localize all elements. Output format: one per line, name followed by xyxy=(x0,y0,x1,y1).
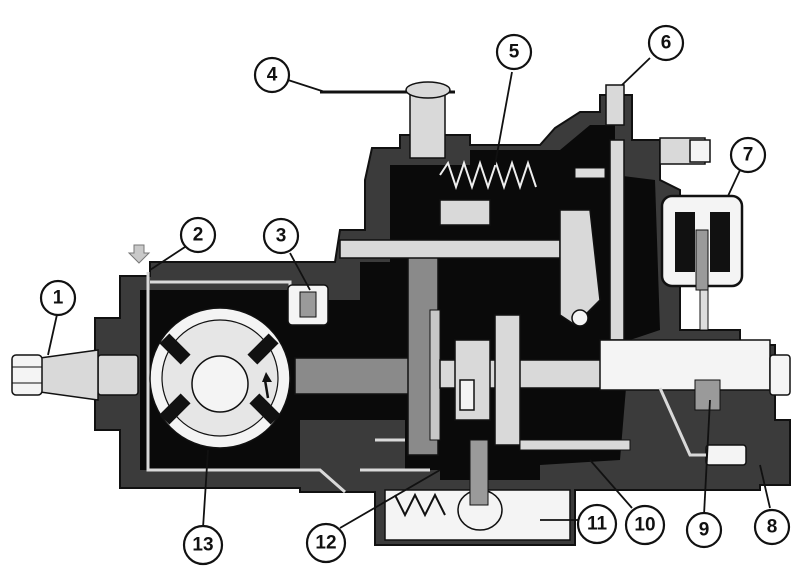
fuel-inlet-arrow-icon xyxy=(127,244,151,264)
drive-shaft xyxy=(11,349,416,401)
drive-gear xyxy=(407,239,441,456)
callout-label: 1 xyxy=(53,288,64,309)
callout-label: 11 xyxy=(587,514,608,535)
vane-feed-pump xyxy=(149,307,291,449)
delivery-valve xyxy=(658,387,747,466)
callout-label: 13 xyxy=(192,535,213,556)
callout-label: 9 xyxy=(699,520,710,541)
callout-1: 1 xyxy=(39,279,77,317)
leader-lines xyxy=(47,57,771,529)
speed-control-lever xyxy=(320,81,455,159)
callout-10: 10 xyxy=(624,504,666,546)
callout-label: 3 xyxy=(276,226,287,247)
governor-lever xyxy=(559,139,625,341)
callout-2: 2 xyxy=(179,216,217,254)
fuel-shutoff-solenoid xyxy=(660,194,744,331)
governor-spring xyxy=(439,159,606,191)
callout-label: 6 xyxy=(661,33,672,54)
callout-13: 13 xyxy=(182,524,224,566)
governor-shaft xyxy=(339,199,561,259)
callout-6: 6 xyxy=(647,24,685,62)
full-load-adjusting-screw xyxy=(605,84,711,165)
timing-device xyxy=(384,439,571,541)
callout-5: 5 xyxy=(495,33,533,71)
callout-9: 9 xyxy=(685,511,723,549)
callout-8: 8 xyxy=(753,508,791,546)
callout-label: 12 xyxy=(315,533,336,554)
callout-3: 3 xyxy=(262,217,300,255)
callout-12: 12 xyxy=(305,522,347,564)
callout-4: 4 xyxy=(253,56,291,94)
callout-label: 7 xyxy=(743,145,754,166)
pressure-regulating-valve xyxy=(287,284,329,326)
callout-label: 2 xyxy=(193,225,204,246)
callout-label: 8 xyxy=(767,517,778,538)
callout-7: 7 xyxy=(729,136,767,174)
callout-label: 10 xyxy=(634,515,655,536)
callout-11: 11 xyxy=(576,503,618,545)
cam-disc xyxy=(454,314,631,451)
callout-label: 4 xyxy=(267,65,278,86)
callout-label: 5 xyxy=(509,42,520,63)
